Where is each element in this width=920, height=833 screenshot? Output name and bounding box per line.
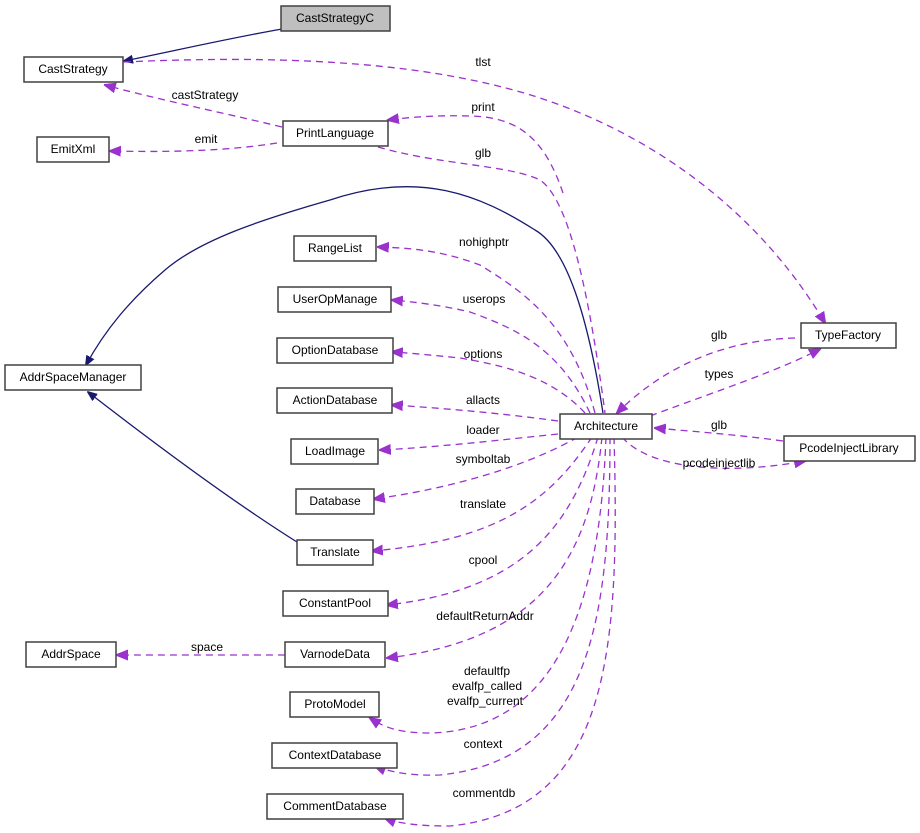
svg-text:ProtoModel: ProtoModel bbox=[304, 697, 365, 711]
node-printlanguage[interactable]: PrintLanguage bbox=[282, 120, 389, 147]
node-rangelist[interactable]: RangeList bbox=[293, 235, 377, 262]
node-database[interactable]: Database bbox=[295, 488, 375, 515]
svg-text:CastStrategy: CastStrategy bbox=[38, 62, 107, 76]
label-glb-print: glb bbox=[475, 146, 491, 160]
edge-options bbox=[392, 352, 586, 414]
label-evalfp-current: evalfp_current bbox=[447, 694, 524, 708]
edge-protomodel bbox=[370, 436, 607, 734]
edge-translate-to-addrspacemanager bbox=[88, 392, 298, 543]
node-constantpool[interactable]: ConstantPool bbox=[282, 590, 389, 617]
node-optiondatabase[interactable]: OptionDatabase bbox=[276, 337, 394, 364]
label-evalfp-called: evalfp_called bbox=[452, 679, 522, 693]
svg-text:Translate: Translate bbox=[310, 545, 360, 559]
node-loadimage[interactable]: LoadImage bbox=[290, 438, 379, 465]
label-caststrategy: castStrategy bbox=[172, 88, 239, 102]
label-cpool: cpool bbox=[469, 553, 498, 567]
edge-print bbox=[388, 116, 564, 194]
edge-glb-types bbox=[617, 337, 796, 413]
edge-glb-print bbox=[377, 146, 606, 414]
edge-architecture-to-addrspacemanager bbox=[86, 185, 604, 414]
svg-text:PrintLanguage: PrintLanguage bbox=[296, 126, 374, 140]
edge-cpool bbox=[387, 436, 599, 605]
node-typefactory[interactable]: TypeFactory bbox=[800, 322, 897, 349]
label-symboltab: symboltab bbox=[456, 452, 511, 466]
node-addrspacemanager[interactable]: AddrSpaceManager bbox=[4, 364, 142, 391]
svg-text:RangeList: RangeList bbox=[308, 241, 363, 255]
label-defaultreturnaddr: defaultReturnAddr bbox=[436, 609, 533, 623]
label-translate: translate bbox=[460, 497, 506, 511]
svg-text:CommentDatabase: CommentDatabase bbox=[283, 799, 387, 813]
node-caststrategyc[interactable]: CastStrategyC bbox=[280, 5, 391, 32]
node-architecture[interactable]: Architecture bbox=[559, 413, 653, 440]
node-useropmanage[interactable]: UserOpManage bbox=[277, 286, 392, 313]
label-emit: emit bbox=[195, 132, 218, 146]
edges bbox=[86, 28, 825, 826]
label-loader: loader bbox=[466, 423, 499, 437]
edge-userops bbox=[392, 300, 591, 414]
label-glb-pcode: glb bbox=[711, 418, 727, 432]
nodes: CastStrategyC CastStrategy EmitXml Print… bbox=[4, 5, 916, 820]
label-glb-types: glb bbox=[711, 328, 727, 342]
node-caststrategy[interactable]: CastStrategy bbox=[23, 56, 124, 83]
svg-text:ActionDatabase: ActionDatabase bbox=[293, 393, 378, 407]
svg-text:UserOpManage: UserOpManage bbox=[293, 292, 378, 306]
edge-commentdb bbox=[385, 436, 616, 826]
label-commentdb: commentdb bbox=[453, 786, 516, 800]
label-options: options bbox=[464, 347, 503, 361]
svg-text:AddrSpace: AddrSpace bbox=[41, 647, 101, 661]
svg-text:LoadImage: LoadImage bbox=[305, 444, 365, 458]
edge-labels: tlst castStrategy print emit glb nohighp… bbox=[172, 55, 756, 800]
node-protomodel[interactable]: ProtoModel bbox=[289, 691, 380, 718]
node-emitxml[interactable]: EmitXml bbox=[36, 136, 110, 163]
node-translate[interactable]: Translate bbox=[296, 539, 374, 566]
edge-defaultreturnaddr bbox=[387, 436, 603, 658]
edge-caststrategyc-to-caststrategy bbox=[124, 28, 283, 61]
edge-caststrategy-var bbox=[105, 85, 283, 128]
svg-text:Architecture: Architecture bbox=[574, 419, 638, 433]
node-commentdatabase[interactable]: CommentDatabase bbox=[266, 793, 404, 820]
node-actiondatabase[interactable]: ActionDatabase bbox=[276, 387, 393, 414]
label-print: print bbox=[471, 100, 495, 114]
svg-text:PcodeInjectLibrary: PcodeInjectLibrary bbox=[799, 441, 898, 455]
label-context: context bbox=[464, 737, 503, 751]
svg-text:CastStrategyC: CastStrategyC bbox=[296, 11, 374, 25]
svg-text:OptionDatabase: OptionDatabase bbox=[292, 343, 379, 357]
svg-text:ContextDatabase: ContextDatabase bbox=[289, 748, 382, 762]
node-pcodeinjectlibrary[interactable]: PcodeInjectLibrary bbox=[783, 435, 916, 462]
svg-text:Database: Database bbox=[309, 494, 361, 508]
edge-glb-pcode bbox=[655, 428, 784, 442]
edge-translate bbox=[372, 436, 593, 551]
node-addrspace[interactable]: AddrSpace bbox=[25, 641, 117, 668]
label-nohighptr: nohighptr bbox=[459, 235, 509, 249]
edge-context bbox=[375, 436, 611, 776]
edge-types bbox=[649, 349, 820, 417]
edge-allacts bbox=[392, 405, 559, 422]
label-pcodeinjectlib: pcodeinjectlib bbox=[683, 456, 756, 470]
svg-text:ConstantPool: ConstantPool bbox=[299, 596, 371, 610]
edge-pcodeinjectlib bbox=[621, 436, 805, 469]
svg-text:EmitXml: EmitXml bbox=[51, 142, 96, 156]
node-varnodedata[interactable]: VarnodeData bbox=[284, 641, 386, 668]
edge-symboltab bbox=[374, 436, 579, 499]
node-contextdatabase[interactable]: ContextDatabase bbox=[271, 742, 398, 769]
edge-tlst bbox=[123, 58, 825, 323]
svg-text:TypeFactory: TypeFactory bbox=[815, 328, 881, 342]
label-types: types bbox=[705, 367, 734, 381]
label-space: space bbox=[191, 640, 223, 654]
edge-nohighptr bbox=[378, 247, 596, 414]
edge-emit bbox=[110, 142, 278, 151]
edge-loader bbox=[380, 433, 559, 450]
label-defaultfp: defaultfp bbox=[464, 664, 510, 678]
label-tlst: tlst bbox=[475, 55, 491, 69]
svg-text:AddrSpaceManager: AddrSpaceManager bbox=[20, 370, 127, 384]
label-userops: userops bbox=[463, 292, 506, 306]
label-allacts: allacts bbox=[466, 393, 500, 407]
svg-text:VarnodeData: VarnodeData bbox=[300, 647, 370, 661]
